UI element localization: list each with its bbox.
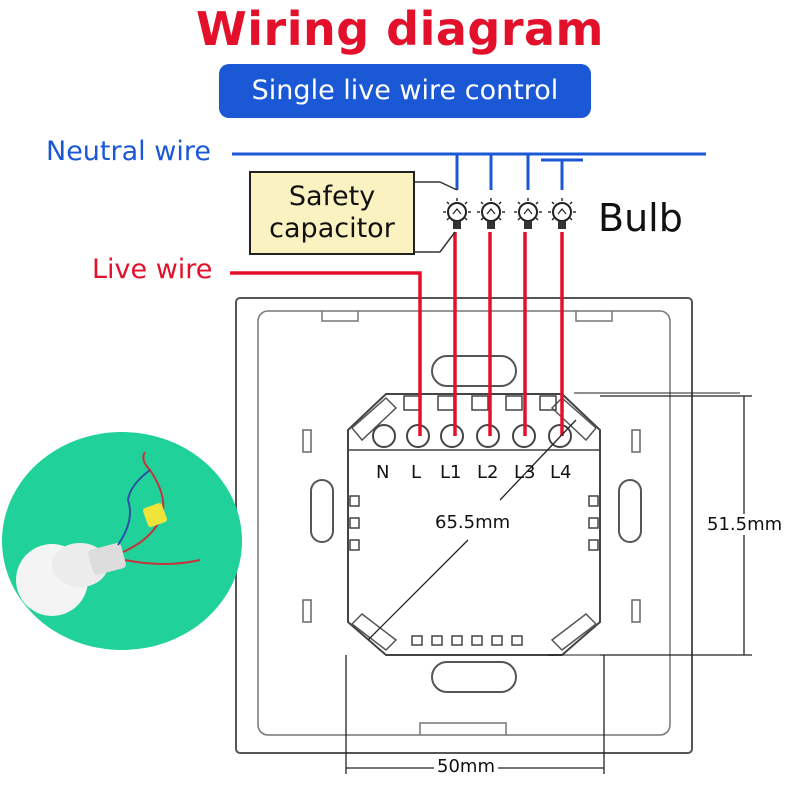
bulb-label: Bulb	[598, 196, 683, 240]
mounting-slot-left	[310, 479, 334, 543]
plate-notch	[419, 722, 507, 735]
side-tab	[631, 599, 641, 623]
mounting-slot-top	[431, 355, 517, 387]
bulb-icon	[514, 198, 542, 229]
module-clip	[350, 613, 398, 651]
capacitor-label-line1: Safety	[288, 181, 376, 212]
bulb-photo	[2, 432, 242, 650]
capacitor-leads	[415, 181, 458, 253]
neutral-wire-lines	[232, 152, 706, 190]
neutral-wire-label: Neutral wire	[46, 136, 211, 167]
diagram-title: Wiring diagram	[196, 2, 604, 56]
side-tab	[302, 429, 312, 453]
module-pins	[349, 495, 599, 646]
terminal-label-n: N	[376, 462, 390, 483]
side-tab	[302, 599, 312, 623]
live-wire-label: Live wire	[92, 254, 213, 285]
mounting-slot-right	[618, 479, 642, 543]
side-tab	[631, 429, 641, 453]
terminal-label-l3: L3	[514, 462, 536, 483]
module-clip	[350, 396, 398, 442]
dimension-diagonal: 65.5mm	[432, 512, 514, 533]
bulb-icons	[443, 198, 576, 229]
live-wire-lines	[230, 232, 564, 436]
plate-notch	[575, 311, 613, 322]
module-clip	[550, 613, 598, 651]
terminal-label-l4: L4	[550, 462, 572, 483]
capacitor-label-line2: capacitor	[269, 213, 395, 244]
terminal-label-l2: L2	[477, 462, 499, 483]
mounting-slot-bottom	[431, 661, 517, 693]
module-clip	[550, 396, 598, 442]
bulb-icon	[548, 198, 576, 229]
switch-plate-inner	[257, 310, 671, 736]
terminal-label-l1: L1	[440, 462, 462, 483]
dimension-width: 50mm	[434, 756, 498, 777]
bulb-icon	[477, 198, 505, 229]
terminal-label-l: L	[411, 462, 422, 483]
bulb-icon	[443, 198, 471, 229]
plate-notch	[321, 311, 359, 322]
dimension-height: 51.5mm	[704, 514, 786, 535]
subtitle-badge: Single live wire control	[219, 64, 591, 118]
safety-capacitor-box: Safety capacitor	[249, 171, 415, 255]
